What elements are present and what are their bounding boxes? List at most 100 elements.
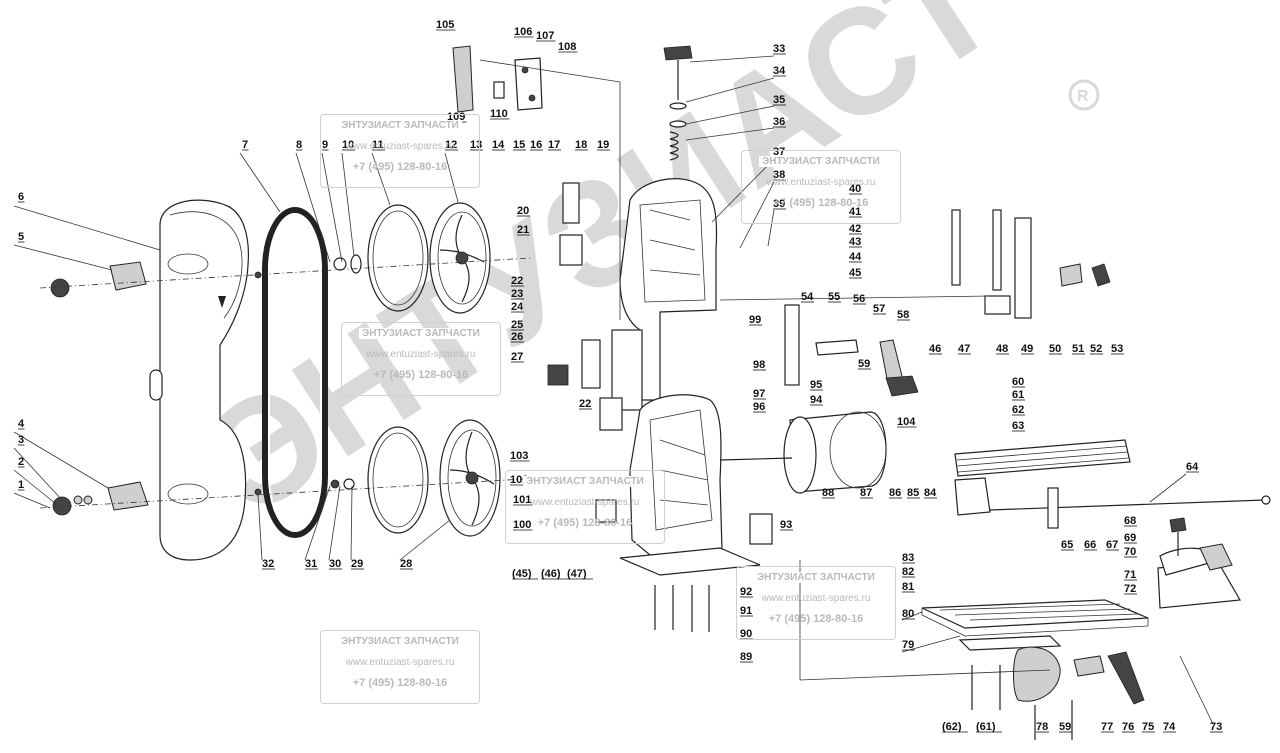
watermark-phone: +7 (495) 128-80-16 [373, 369, 469, 381]
part-number-label: 101 [513, 494, 531, 506]
part-number-label: 56 [853, 293, 865, 305]
table-trunnion [1013, 646, 1061, 702]
guard-plate [514, 57, 543, 111]
part-number-label: 58 [897, 309, 909, 321]
part-number-label: 48 [996, 343, 1008, 355]
part-number-label: 110 [490, 108, 508, 120]
part-number-label: 19 [597, 139, 609, 151]
part-number-label: 47 [958, 343, 970, 355]
wheel-cover-assembly [50, 199, 249, 561]
watermark-phone: +7 (495) 128-80-16 [352, 677, 448, 689]
tension-knob-assembly [663, 45, 693, 161]
part-number-label: 17 [548, 139, 560, 151]
part-number-label: 108 [558, 41, 576, 53]
part-number-label: 80 [902, 608, 914, 620]
watermark-box: ЭНТУЗИАСТ ЗАПЧАСТИ www.entuziast-spares.… [505, 470, 665, 544]
part-number-label: (45) [512, 568, 532, 580]
part-number-label: 36 [773, 116, 785, 128]
watermark-company: ЭНТУЗИАСТ ЗАПЧАСТИ [338, 636, 462, 647]
part-number-label: 50 [1049, 343, 1061, 355]
part-number-label: 49 [1021, 343, 1033, 355]
part-number-label: 85 [907, 487, 919, 499]
guard-post [452, 45, 474, 113]
part-number-label: (61) [976, 721, 996, 733]
cover-window [149, 369, 163, 401]
guide-lock-knob [1091, 263, 1111, 287]
watermark-phone: +7 (495) 128-80-16 [768, 613, 864, 625]
part-number-label: 94 [810, 394, 823, 406]
part-number-label: 45 [849, 267, 861, 279]
part-number-label: 26 [511, 331, 523, 343]
part-number-label: 1 [18, 479, 24, 491]
part-number-label: (47) [567, 568, 587, 580]
base-bolts [654, 585, 1073, 740]
watermark-company: ЭНТУЗИАСТ ЗАПЧАСТИ [523, 476, 647, 487]
part-number-label: 103 [510, 450, 528, 462]
part-number-label: 88 [822, 487, 834, 499]
part-number-label: 78 [1036, 721, 1048, 733]
upper-wheel [429, 202, 491, 314]
frame-upper-arm [619, 178, 718, 401]
direction-arrow-icon [218, 296, 226, 308]
part-number-label: 39 [773, 198, 785, 210]
part-number-label: 7 [242, 139, 248, 151]
watermark-company: ЭНТУЗИАСТ ЗАПЧАСТИ [754, 572, 878, 583]
part-number-label: 18 [575, 139, 587, 151]
part-number-label: (62) [942, 721, 962, 733]
part-number-label: 9 [322, 139, 328, 151]
frame-lower-arm [629, 394, 723, 556]
part-number-label: 59 [858, 358, 870, 370]
knob-nut-upper [50, 278, 70, 298]
part-number-label: 32 [262, 558, 274, 570]
part-number-label: 96 [753, 401, 765, 413]
part-number-label: 54 [801, 291, 814, 303]
part-number-label: 68 [1124, 515, 1136, 527]
part-number-label: 70 [1124, 546, 1136, 558]
watermark-logo: ЭНТУЗИАСТ [176, 0, 1024, 547]
part-number-label: 16 [530, 139, 542, 151]
part-number-label: 51 [1072, 343, 1084, 355]
part-number-label: 14 [492, 139, 505, 151]
part-number-label: 72 [1124, 583, 1136, 595]
part-number-label: 41 [849, 206, 861, 218]
part-number-label: 20 [517, 205, 529, 217]
watermark-url: www.entuziast-spares.ru [345, 141, 455, 152]
watermark-logo-text: ЭНТУЗИАСТ [176, 0, 1024, 547]
watermark-box: ЭНТУЗИАСТ ЗАПЧАСТИ www.entuziast-spares.… [741, 150, 901, 224]
part-number-label: 98 [753, 359, 765, 371]
part-number-label: 8 [296, 139, 302, 151]
part-number-label: 15 [513, 139, 525, 151]
motor [719, 411, 887, 494]
mount-plate [581, 339, 601, 389]
rip-fence [954, 439, 1271, 529]
part-number-label: 83 [902, 552, 914, 564]
guide-rod [815, 339, 859, 356]
watermark-box: ЭНТУЗИАСТ ЗАПЧАСТИ www.entuziast-spares.… [341, 322, 501, 396]
watermark-url: www.entuziast-spares.ru [530, 497, 640, 508]
part-number-label: 62 [1012, 404, 1024, 416]
part-number-label: 40 [849, 183, 861, 195]
part-number-label: 91 [740, 605, 752, 617]
part-number-label: 33 [773, 43, 785, 55]
part-number-label: 6 [18, 191, 24, 203]
part-number-label: 87 [860, 487, 872, 499]
part-number-label: 105 [436, 19, 454, 31]
miter-knob [1169, 517, 1187, 533]
part-number-label: 74 [1163, 721, 1176, 733]
watermark-phone: +7 (495) 128-80-16 [773, 197, 869, 209]
part-number-label: 21 [517, 224, 529, 236]
part-number-label: 52 [1090, 343, 1102, 355]
part-number-label: 89 [740, 651, 752, 663]
tension-knob [663, 45, 693, 61]
part-number-label: 57 [873, 303, 885, 315]
wheel-cover [159, 199, 249, 561]
part-number-label: 107 [536, 30, 554, 42]
registered-mark-letter: R [1077, 88, 1089, 105]
part-number-label: 81 [902, 581, 914, 593]
part-number-label: 4 [18, 418, 25, 430]
registered-mark-icon [1068, 79, 1100, 111]
watermark-company: ЭНТУЗИАСТ ЗАПЧАСТИ [759, 156, 883, 167]
watermark-company: ЭНТУЗИАСТ ЗАПЧАСТИ [338, 120, 462, 131]
